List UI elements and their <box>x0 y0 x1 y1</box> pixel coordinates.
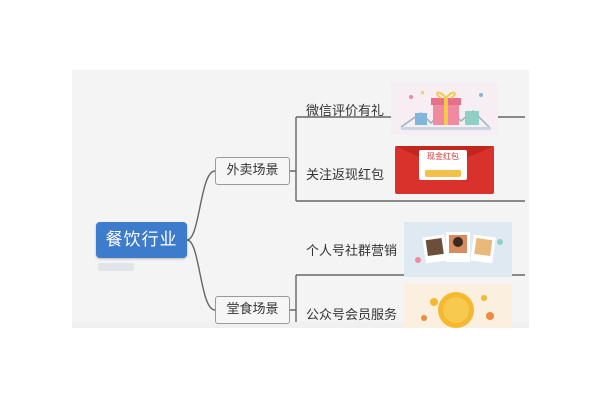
connector-root-to-branch-1 <box>186 170 216 241</box>
gift-box-illustration <box>391 83 498 135</box>
coins-illustration <box>404 284 512 328</box>
group-photos-illustration <box>404 222 512 277</box>
root-node: 餐饮行业 <box>96 222 187 258</box>
leaf-label-follow-cashback: 关注返现红包 <box>306 168 385 183</box>
leaf-label-review-gift: 微信评价有礼 <box>306 104 385 119</box>
diagram-bottom-border <box>72 322 529 328</box>
leaf-label-community-marketing: 个人号社群营销 <box>306 244 398 259</box>
branch-node-takeout: 外卖场景 <box>215 157 290 185</box>
connector-root-to-branch-2 <box>186 239 216 311</box>
red-envelope-illustration: 现金红包 <box>391 142 498 198</box>
root-watermark <box>98 263 134 271</box>
envelope-text: 现金红包 <box>427 152 459 161</box>
branch-node-dine-in: 堂食场景 <box>215 296 290 324</box>
connector-branch-1-to-leaves <box>288 116 525 202</box>
leaf-label-member-service: 公众号会员服务 <box>306 308 398 323</box>
